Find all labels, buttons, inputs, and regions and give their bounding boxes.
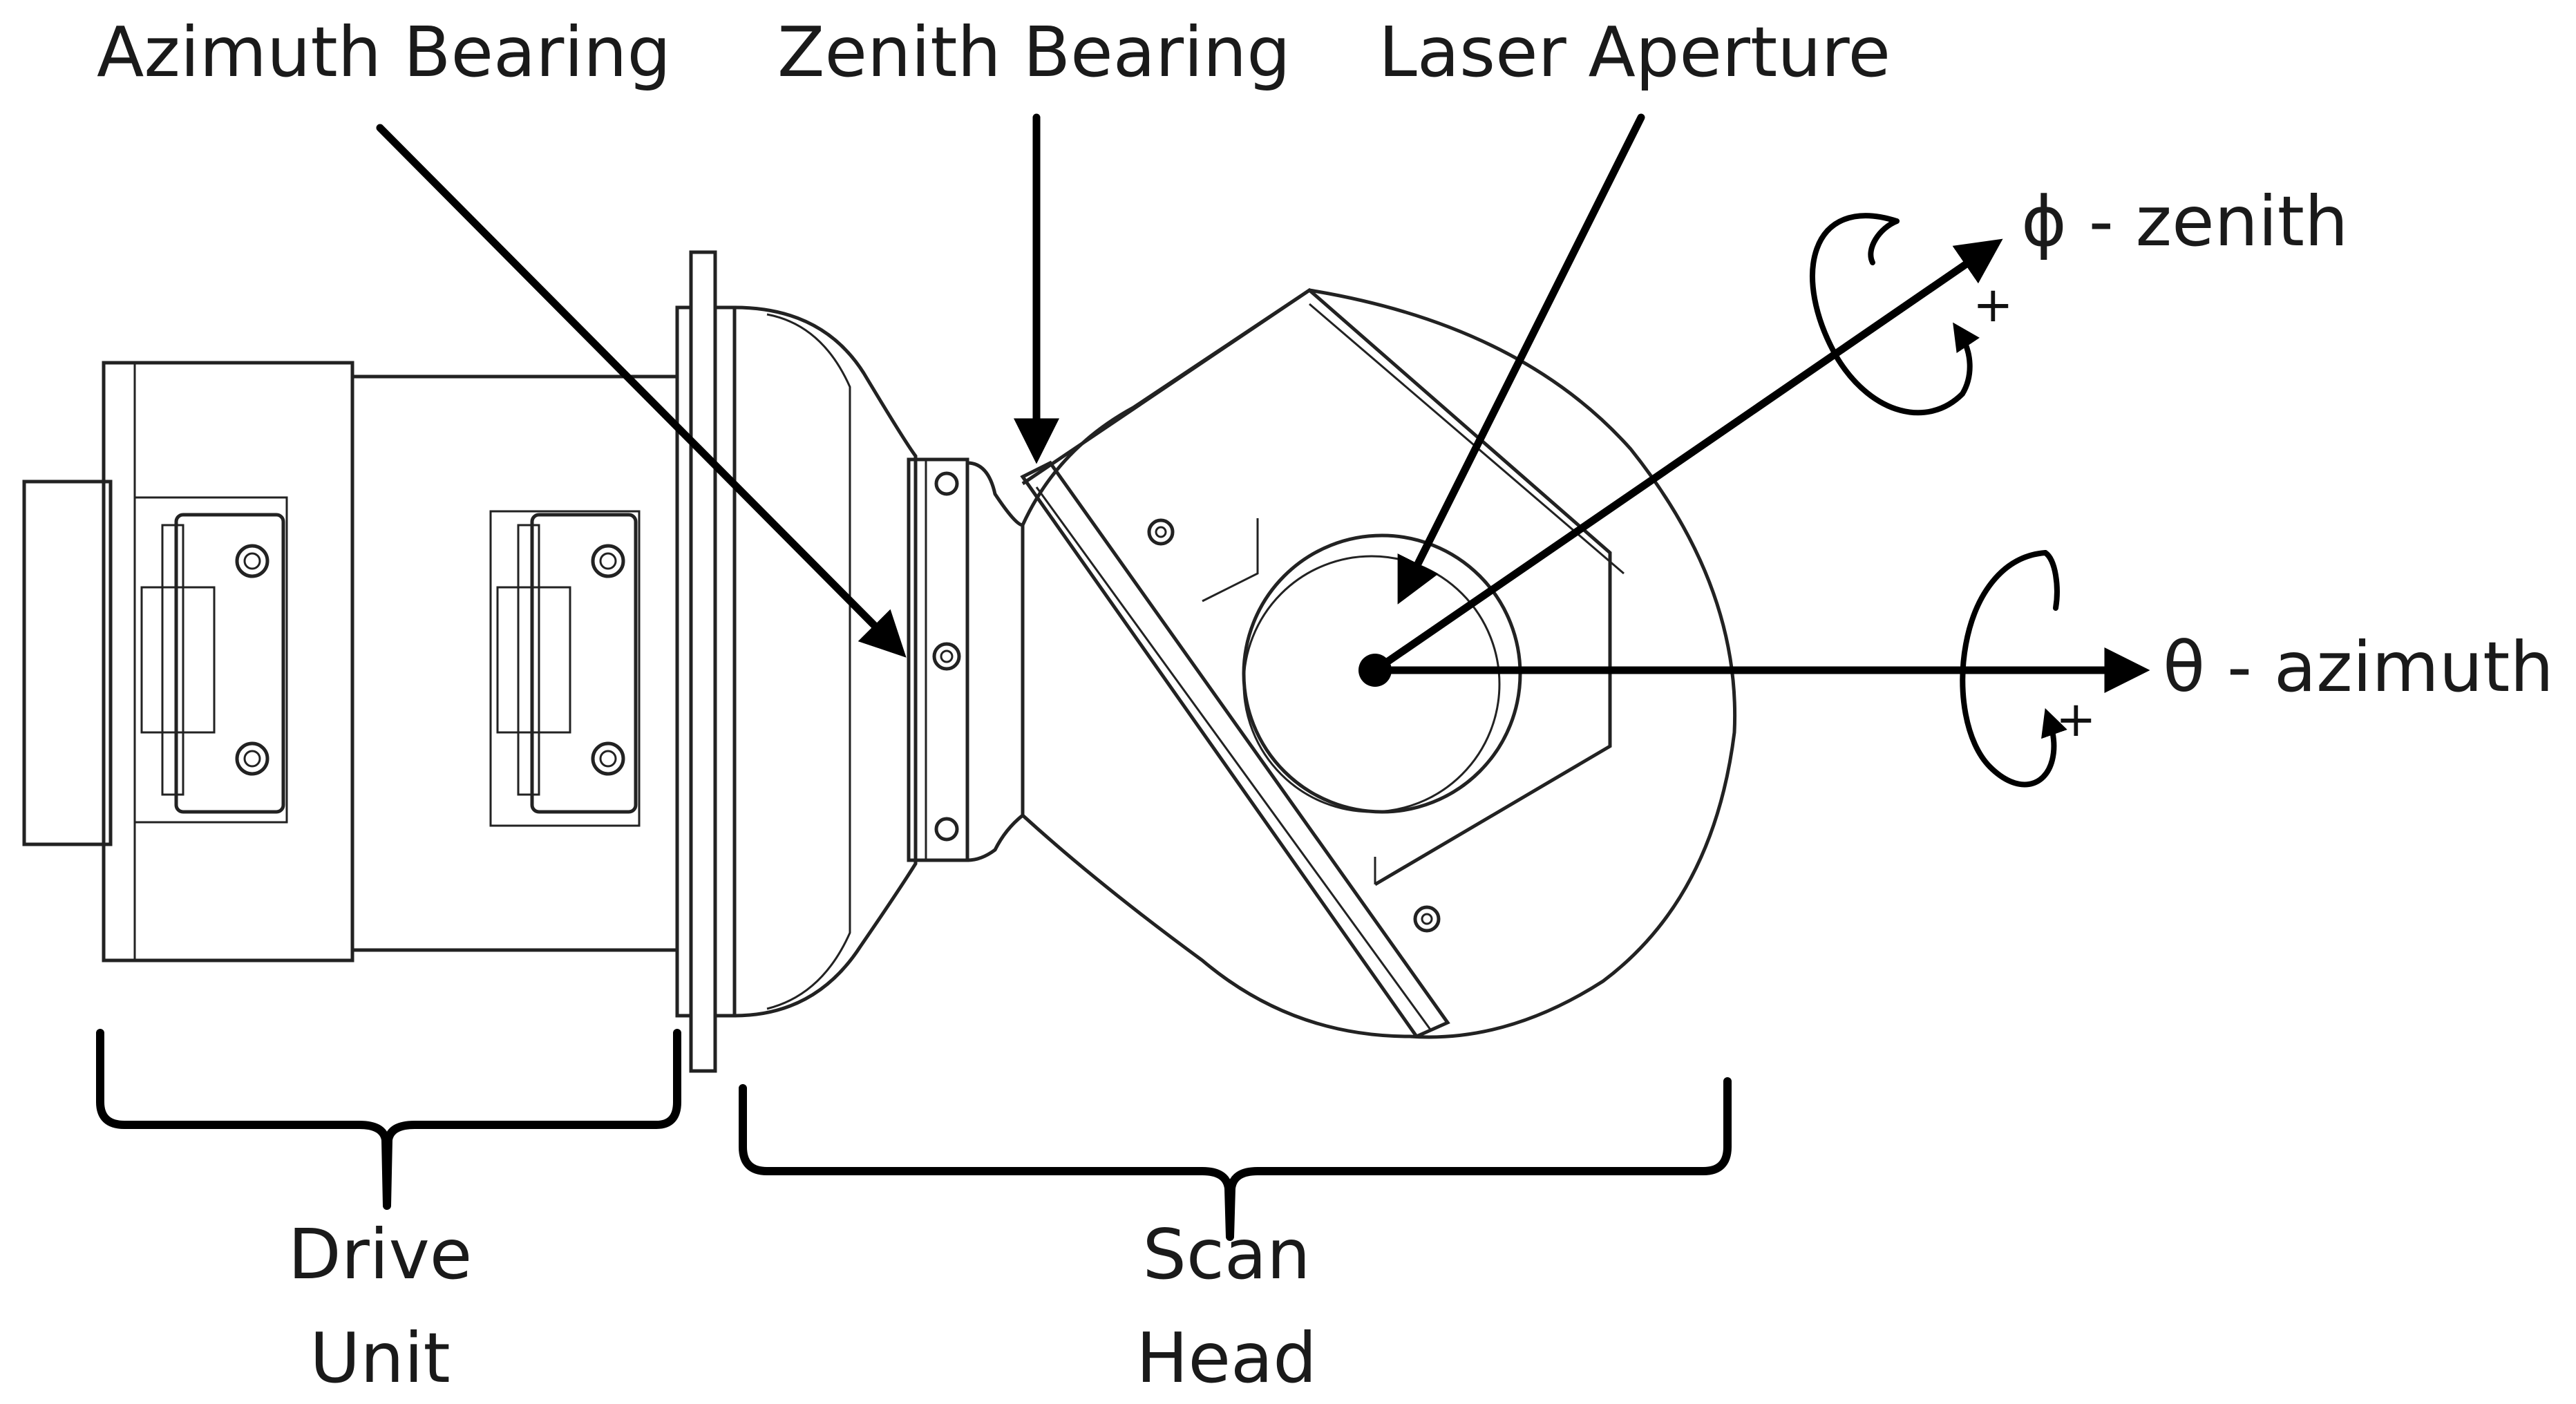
azimuth-plus-sign: + [2056,691,2096,748]
azimuth-bearing-label: Azimuth Bearing [97,12,671,93]
screw-icon [591,544,625,578]
zenith-bearing-label: Zenith Bearing [777,12,1291,93]
laser-aperture-label: Laser Aperture [1379,12,1891,93]
drive-unit-label-line2: Unit [310,1318,451,1398]
screw-icon [934,471,959,496]
scan-head-brace [739,1077,1732,1241]
scan-head-label-line1: Scan [1142,1214,1310,1295]
zenith-bearing-band [1020,460,1450,1039]
screw-icon [932,642,961,671]
screw-icon [235,544,269,578]
drive-housing-right [350,374,679,952]
azimuth-bell [734,305,1025,1018]
screw-icon [1147,518,1175,546]
drive-unit-label-line1: Drive [288,1214,473,1295]
zenith-plus-sign: + [1973,276,2014,333]
drive-unit-brace [96,1029,681,1210]
mounting-flange [675,250,737,1073]
phi-zenith-label: ϕ - zenith [2021,181,2348,262]
screw-icon [1413,905,1441,933]
azimuth-bearing-leader [376,124,907,658]
screw-icon [235,741,269,776]
azimuth-rotation-icon [1960,550,2067,788]
laser-aperture-leader [1397,113,1645,605]
screw-icon [591,741,625,776]
zenith-axis-arrow [1371,238,2003,674]
screw-icon [934,817,959,842]
theta-azimuth-label: θ - azimuth [2163,627,2554,708]
scan-head-label-line2: Head [1136,1318,1316,1398]
drive-rear-cap [22,480,113,846]
azimuth-bearing-ring [907,457,969,862]
zenith-rotation-icon [1810,213,1980,416]
drive-unit [22,361,679,962]
